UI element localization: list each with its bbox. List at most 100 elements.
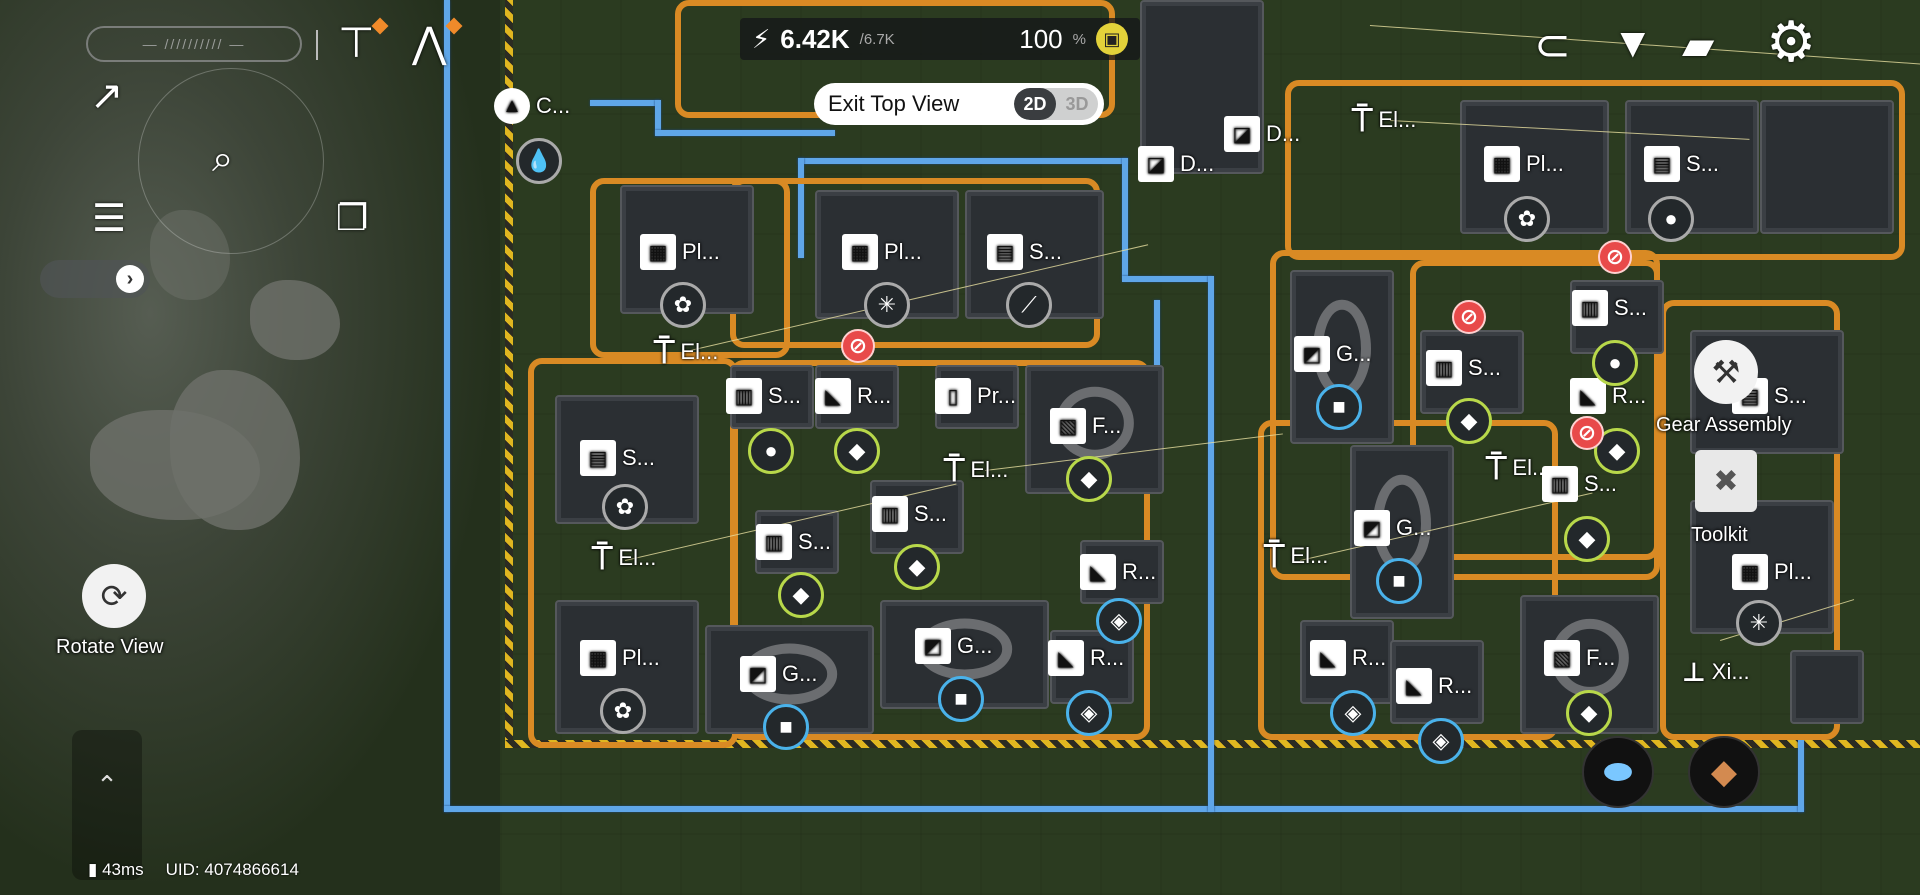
region-name-bar[interactable]: — ////////// — <box>86 26 302 62</box>
ore-item: ● <box>748 428 794 474</box>
battery-icon[interactable]: ▣ <box>1096 23 1128 55</box>
map-node-planter[interactable]: ▦Pl... <box>842 234 922 270</box>
network-tree-icon[interactable]: ⊤ <box>338 19 375 66</box>
map-node-electric-pylon[interactable]: ⍑El... <box>654 332 719 371</box>
map-node-fitting-unit[interactable]: ▧F... <box>1050 408 1121 444</box>
map-node-planter[interactable]: ▦Pl... <box>640 234 720 270</box>
map-node-refinery[interactable]: ◣R... <box>1396 668 1472 704</box>
quick-item-slot[interactable]: ◆ <box>1688 736 1760 808</box>
rotate-view-label: Rotate View <box>56 636 164 658</box>
refinery-icon: ◣ <box>815 378 851 414</box>
map-node-seed-picker[interactable]: ▤S... <box>1644 146 1719 182</box>
fluid-pipe <box>655 130 835 136</box>
crystal-tube-icon: ⬬ <box>1603 752 1633 791</box>
exit-top-view-button[interactable]: Exit Top View 2D 3D <box>814 83 1104 125</box>
toolkit-button[interactable]: ✖ <box>1695 450 1757 512</box>
plant-item: ✿ <box>600 688 646 734</box>
map-node-electric-pylon[interactable]: ⍑El... <box>1264 536 1329 575</box>
refinery-icon: ◣ <box>1310 640 1346 676</box>
map-node-gearing-unit[interactable]: ◩G... <box>915 628 992 664</box>
fluid-pipe <box>1798 740 1804 812</box>
map-node-gearing-unit[interactable]: ◩G... <box>1294 336 1371 372</box>
statistics-chart-icon[interactable]: ↗ <box>90 74 124 118</box>
briefcase-icon[interactable]: ▰ <box>1682 21 1715 68</box>
shredder-icon: ▥ <box>726 378 762 414</box>
map-node-shredder[interactable]: ▥S... <box>726 378 801 414</box>
percent-sign: % <box>1072 30 1086 48</box>
map-node-shredder[interactable]: ▥S... <box>756 524 831 560</box>
cuboid-item: ◈ <box>1330 690 1376 736</box>
map-node-refinery[interactable]: ◣R... <box>1080 554 1156 590</box>
view-3d-option[interactable]: 3D <box>1065 93 1089 114</box>
map-node-electric-pylon[interactable]: ⍑El... <box>1486 448 1551 487</box>
fluid-pipe <box>798 158 1128 164</box>
rotate-view-button[interactable]: ⟳ <box>82 564 146 628</box>
antenna-icon: ⍑ <box>1352 100 1373 139</box>
no-power-icon: ⊘ <box>1570 416 1604 450</box>
view-mode-toggle[interactable]: 2D 3D <box>1014 88 1098 120</box>
factory-blueprint-icon[interactable]: ⋀ <box>412 19 447 66</box>
map-node-shredder[interactable]: ▥S... <box>1542 466 1617 502</box>
map-node-planter[interactable]: ▦Pl... <box>580 640 660 676</box>
gear-assembly-label: Gear Assembly <box>1656 414 1792 436</box>
map-node-fitting-unit[interactable]: ▧F... <box>1544 640 1615 676</box>
map-node-refinery[interactable]: ◣R... <box>1310 640 1386 676</box>
conveyor-belt <box>1285 80 1905 260</box>
quick-item-slot[interactable]: ⬬ <box>1582 736 1654 808</box>
map-node-planter[interactable]: ▦Pl... <box>1484 146 1564 182</box>
map-node-gearing-unit[interactable]: ◩G... <box>1354 510 1431 546</box>
fluid-pipe <box>798 158 804 258</box>
hazard-border <box>505 0 513 745</box>
map-node-shredder[interactable]: ▥S... <box>872 496 947 532</box>
map-node-packer[interactable]: ▯Pr... <box>935 378 1016 414</box>
map-node-refinery[interactable]: ◣R... <box>1048 640 1124 676</box>
map-node-shredder[interactable]: ▥S... <box>1572 290 1647 326</box>
gearing-unit-building[interactable] <box>705 625 874 734</box>
view-2d-option[interactable]: 2D <box>1014 88 1056 120</box>
task-list-icon[interactable]: ☰ <box>92 198 127 240</box>
seed-picker-icon: ▤ <box>1644 146 1680 182</box>
cuboid-item: ◈ <box>1096 598 1142 644</box>
side-panel-toggle[interactable]: › <box>40 260 150 298</box>
clipboard-icon[interactable]: ▼ <box>1612 19 1654 66</box>
chevron-up-icon: ⌃ <box>96 770 118 800</box>
map-node-gearing-unit[interactable]: ◩G... <box>740 656 817 692</box>
planter-icon: ▦ <box>580 640 616 676</box>
storage-building[interactable] <box>1760 100 1894 234</box>
toolkit-label: Toolkit <box>1691 524 1748 546</box>
xiranite-building[interactable] <box>1790 650 1864 724</box>
connection-info: ▮ 43ms UID: 4074866614 <box>88 860 299 880</box>
back-icon[interactable]: ⊂ <box>1534 21 1571 70</box>
depot-icon: ◪ <box>1224 116 1260 152</box>
power-value: 6.42K <box>780 23 850 54</box>
chat-icon[interactable]: ❐ <box>336 197 369 238</box>
seed-item: ✳ <box>864 282 910 328</box>
map-node-c[interactable]: ▲C... <box>494 88 570 124</box>
fluid-pipe <box>444 806 1804 812</box>
ping-display: ▮ 43ms <box>88 860 144 879</box>
gearing-unit-icon: ◩ <box>1294 336 1330 372</box>
gear-assembly-button[interactable]: ⚒ <box>1694 340 1758 404</box>
expand-panel-button[interactable]: ⌃ <box>72 730 142 880</box>
map-node-depot[interactable]: ◪D... <box>1224 116 1300 152</box>
map-node-xiranite[interactable]: ⊥Xi... <box>1682 654 1750 690</box>
map-node-depot[interactable]: ◪D... <box>1138 146 1214 182</box>
map-node-shredder[interactable]: ▥S... <box>1426 350 1501 386</box>
map-node-seed-picker[interactable]: ▤S... <box>987 234 1062 270</box>
power-max: /6.7K <box>859 30 895 48</box>
map-node-electric-pylon[interactable]: ⍑El... <box>592 538 657 577</box>
fitting-unit-icon: ▧ <box>1544 640 1580 676</box>
map-node-refinery[interactable]: ◣R... <box>815 378 891 414</box>
map-search-icon[interactable]: ⌕ <box>212 138 234 180</box>
signal-icon: ▮ <box>88 860 103 879</box>
map-node-electric-pylon[interactable]: ⍑El... <box>944 450 1009 489</box>
map-node-seed-picker[interactable]: ▤S... <box>580 440 655 476</box>
map-node-electric-pylon[interactable]: ⍑El... <box>1352 100 1417 139</box>
map-node-refinery[interactable]: ◣R... <box>1570 378 1646 414</box>
seed-picker-icon: ▤ <box>580 440 616 476</box>
fluid-pipe <box>1208 276 1214 812</box>
water-item: 💧 <box>516 138 562 184</box>
settings-gear-icon[interactable]: ⚙ <box>1766 10 1817 73</box>
map-node-planter[interactable]: ▦Pl... <box>1732 554 1812 590</box>
